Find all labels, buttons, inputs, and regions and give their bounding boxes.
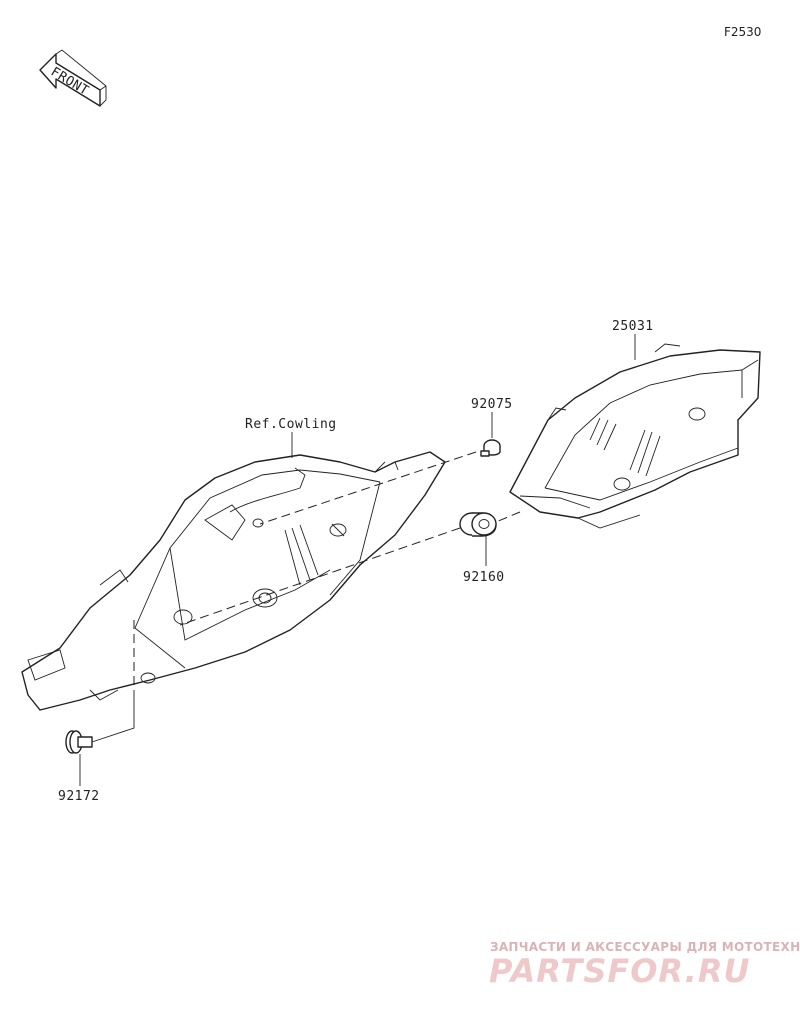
cowling-bracket xyxy=(21,451,446,711)
label-screw: 92075 xyxy=(471,397,513,412)
assembly-line-grommet xyxy=(179,527,461,626)
label-bolt: 92172 xyxy=(58,789,100,804)
assembly-line-bolt-end xyxy=(91,690,135,743)
label-meter: 25031 xyxy=(612,319,654,334)
bolt-92172 xyxy=(65,730,93,754)
front-arrow-icon: FRONT xyxy=(39,49,107,107)
label-grommet: 92160 xyxy=(463,570,505,585)
assembly-line-meter xyxy=(495,511,521,523)
watermark-logo: PARTSFOR.RU xyxy=(489,952,750,990)
meter-assembly xyxy=(509,343,761,529)
grommet-92160 xyxy=(459,512,497,537)
label-ref-cowling: Ref.Cowling xyxy=(245,417,337,432)
screw-92075 xyxy=(480,439,501,457)
assembly-line-screw xyxy=(259,451,477,525)
figure-number: F2530 xyxy=(724,25,761,39)
watermark-tagline: ЗАПЧАСТИ И АКСЕССУАРЫ ДЛЯ МОТОТЕХНИКИ xyxy=(490,940,800,954)
